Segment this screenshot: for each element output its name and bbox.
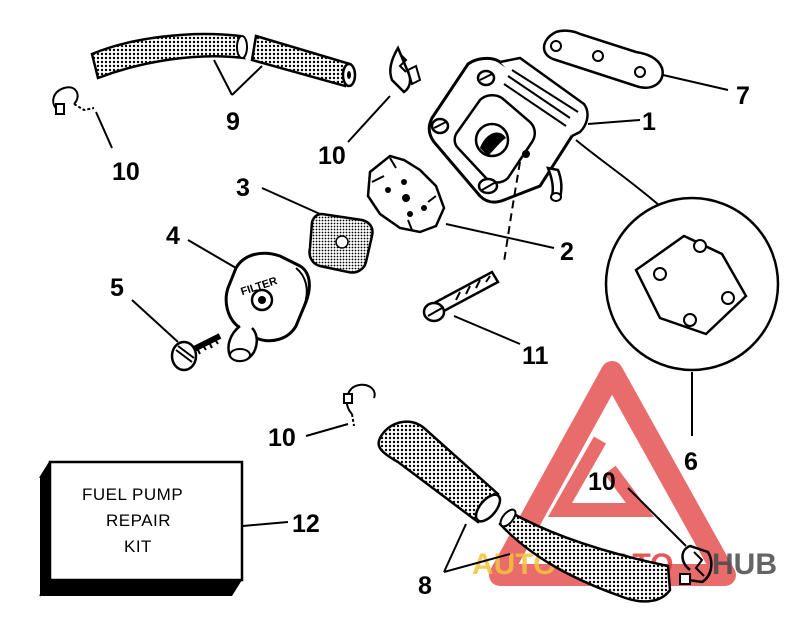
callout-hose-lower: 8 (418, 572, 432, 600)
callout-pump: 1 (642, 108, 656, 136)
hose-clamp-mid (343, 383, 376, 427)
filter-cover: FILTER (224, 251, 311, 363)
callout-hose-upper: 9 (226, 108, 240, 136)
kit-label-line1: FUEL PUMP (82, 485, 183, 504)
upper-fuel-hose (90, 32, 357, 88)
callout-filter-cover: 4 (166, 222, 180, 250)
watermark-text-hub: HUB (712, 548, 777, 581)
callout-clamp-right: 10 (588, 468, 616, 496)
diaphragm (366, 154, 446, 234)
kit-label-line3: KIT (124, 537, 152, 556)
fuel-pump-body (427, 56, 661, 207)
callout-filter-screen: 3 (236, 174, 250, 202)
kit-label-line2: REPAIR (106, 511, 171, 530)
hose-clamp-top (389, 45, 422, 94)
filter-screen (308, 212, 374, 274)
repair-kit-box: FUEL PUMP REPAIR KIT (39, 460, 244, 597)
callout-clamp-mid: 10 (268, 424, 296, 452)
callout-bolt: 11 (522, 342, 549, 370)
mounting-bracket (542, 29, 664, 89)
callout-diaphragm: 2 (560, 238, 574, 266)
mounting-bolt (422, 270, 500, 323)
callout-kit: 12 (292, 510, 320, 538)
hose-clamp-left (52, 86, 95, 115)
callout-clamp-top: 10 (318, 142, 346, 170)
callout-bracket: 7 (736, 82, 750, 110)
callout-clamp-left: 10 (112, 158, 140, 186)
callout-cover-screw: 5 (110, 274, 124, 302)
callout-gasket: 6 (684, 448, 698, 476)
lower-fuel-hose (377, 420, 672, 603)
cover-screw (170, 333, 222, 372)
gasket-detail (604, 196, 780, 372)
hose-clamp-right (679, 544, 713, 585)
watermark-logo: AUTO MOTO HUB (472, 361, 777, 586)
